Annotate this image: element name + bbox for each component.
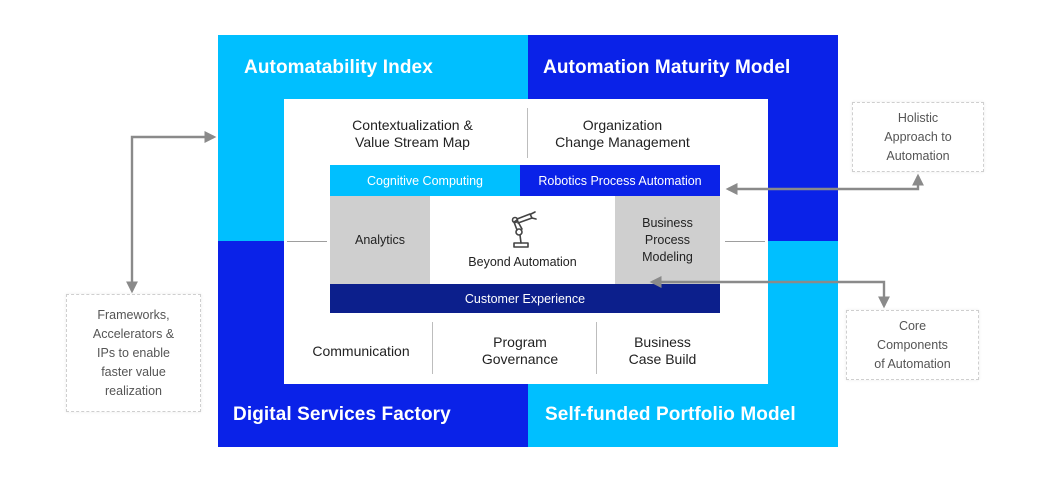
robotic-arm-icon — [511, 211, 537, 248]
connector-stub — [725, 241, 765, 242]
divider — [432, 322, 433, 374]
beyond-automation-box: Beyond Automation — [430, 196, 615, 284]
quadrant-title: Self-funded Portfolio Model — [545, 404, 796, 425]
side-box-holistic-approach: Holistic Approach to Automation — [852, 102, 984, 172]
arrow-left — [126, 131, 217, 294]
connector-stub — [287, 241, 327, 242]
quadrant-title: Digital Services Factory — [233, 404, 451, 425]
change-management-label: Organization Change Management — [555, 117, 690, 150]
communication-label: Communication — [312, 342, 410, 359]
arrow-right-bottom — [649, 276, 890, 309]
divider — [596, 322, 597, 374]
side-box-frameworks: Frameworks, Accelerators & IPs to enable… — [66, 294, 201, 412]
analytics-box: Analytics — [330, 196, 430, 284]
beyond-automation-label: Beyond Automation — [468, 254, 577, 269]
side-box-core-components: Core Components of Automation — [846, 310, 979, 380]
band-robotics-process-automation: Robotics Process Automation — [520, 165, 720, 196]
divider — [527, 108, 528, 158]
quadrant-title: Automatability Index — [244, 57, 433, 78]
quadrant-title: Automation Maturity Model — [543, 57, 791, 78]
program-governance-label: Program Governance — [481, 334, 559, 367]
contextualization-label: Contextualization & Value Stream Map — [352, 117, 473, 150]
band-cognitive-computing: Cognitive Computing — [330, 165, 520, 196]
business-case-build-label: Business Case Build — [628, 334, 697, 367]
business-process-modeling-box: Business Process Modeling — [615, 196, 720, 284]
arrow-right-top — [725, 173, 924, 195]
